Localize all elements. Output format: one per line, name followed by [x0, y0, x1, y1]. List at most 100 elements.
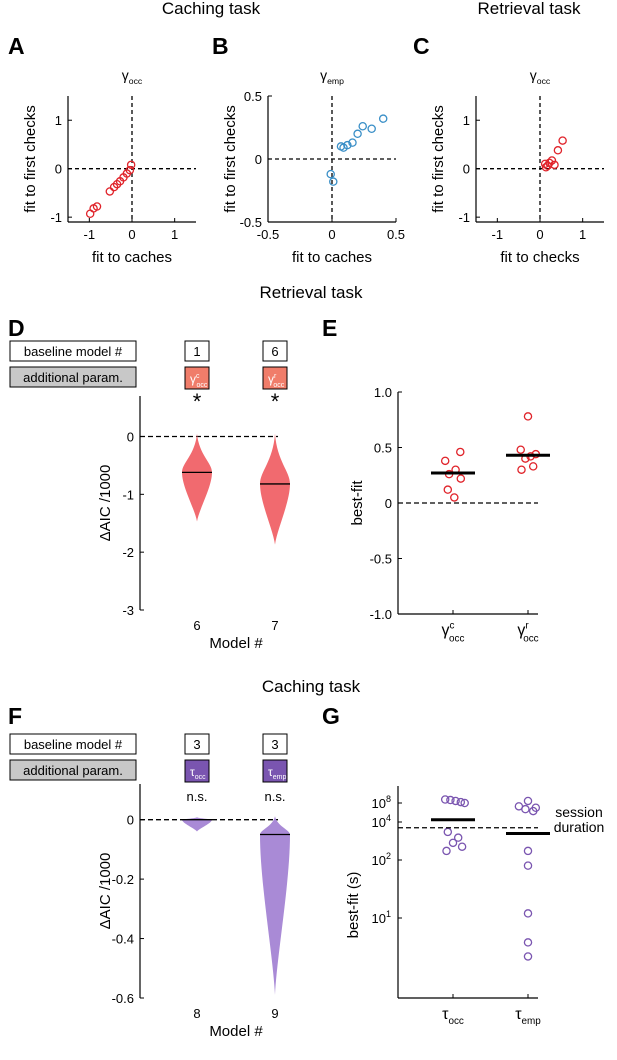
table-row-param-label-box [9, 759, 137, 781]
panel-letter-a: A [8, 33, 25, 59]
table-row-param-label-box [9, 366, 137, 388]
violin-shape [182, 817, 212, 832]
y-tick-label: 101 [372, 909, 391, 926]
x-axis-label: fit to caches [292, 249, 372, 266]
x-tick-label: 0 [128, 227, 135, 242]
panel-letter-d: D [8, 315, 25, 341]
baseline-model-box [184, 340, 210, 362]
baseline-model-number: 6 [271, 344, 278, 359]
data-point [85, 209, 95, 219]
y-tick-label: 0 [127, 813, 134, 828]
y-tick-label: -2 [122, 545, 134, 560]
data-point [460, 798, 469, 808]
y-tick-label: -1 [458, 210, 470, 225]
table-row-baseline-label: baseline model # [24, 344, 123, 359]
baseline-model-box [262, 340, 288, 362]
data-point [448, 838, 458, 848]
y-tick-label: 0 [55, 162, 62, 177]
data-point [326, 169, 335, 179]
baseline-model-box [262, 733, 288, 755]
y-axis-label: fit to first checks [22, 105, 39, 213]
violin-shape [182, 433, 212, 522]
data-point [348, 138, 357, 147]
data-point [358, 121, 367, 131]
x-tick-label: 6 [193, 618, 200, 633]
significance-marker: * [271, 389, 280, 414]
y-tick-label: -1 [50, 210, 62, 225]
data-point [446, 795, 455, 805]
panel-letter-c: C [413, 33, 430, 59]
data-point [126, 160, 136, 170]
violin-shape [260, 816, 290, 996]
panel-letter-f: F [8, 703, 22, 729]
heading-caching-bottom: Caching task [262, 677, 361, 696]
baseline-model-box [184, 733, 210, 755]
data-point [451, 796, 460, 806]
data-point [440, 795, 450, 804]
y-tick-label: 0 [255, 152, 262, 167]
x-tick-label: τocc [442, 1006, 464, 1027]
y-tick-label: 1 [55, 113, 62, 128]
y-axis-label: fit to first checks [222, 105, 239, 213]
reference-label: duration [554, 819, 605, 835]
y-tick-label: -1 [122, 487, 134, 502]
additional-param-box [184, 366, 210, 390]
data-point [457, 842, 467, 851]
baseline-model-number: 3 [271, 737, 278, 752]
y-tick-label: -0.5 [240, 215, 262, 230]
heading-retrieval-mid: Retrieval task [260, 283, 363, 302]
data-point [545, 158, 554, 168]
y-tick-label: 0 [385, 496, 392, 511]
table-row-param-label: additional param. [23, 370, 123, 385]
y-tick-label: 1.0 [374, 385, 392, 400]
data-point [456, 447, 465, 457]
data-point [528, 462, 538, 471]
table-row-baseline-label: baseline model # [24, 737, 123, 752]
data-point [550, 160, 559, 170]
significance-marker: n.s. [265, 789, 286, 804]
y-tick-label: 1 [463, 113, 470, 128]
additional-param-box [262, 366, 288, 390]
data-point [453, 833, 463, 842]
data-point [443, 827, 453, 837]
data-point [553, 146, 563, 155]
y-axis-label: ΔAIC /1000 [97, 853, 114, 930]
reference-label: session [555, 804, 602, 820]
panel-letter-g: G [322, 703, 340, 729]
chart-title: γemp [320, 67, 344, 86]
x-axis-label: Model # [209, 1023, 263, 1040]
data-point [329, 177, 338, 186]
panel-letter-e: E [322, 315, 337, 341]
y-tick-label: 102 [372, 851, 391, 868]
data-point [523, 952, 533, 961]
data-point [523, 412, 533, 421]
y-tick-label: 0 [463, 162, 470, 177]
data-point [517, 465, 526, 474]
data-point [540, 159, 550, 169]
x-tick-label: 0.5 [387, 227, 405, 242]
data-point [523, 938, 533, 947]
data-point [521, 804, 530, 814]
x-tick-label: 9 [271, 1006, 278, 1021]
significance-marker: n.s. [187, 789, 208, 804]
data-point [523, 909, 533, 918]
baseline-model-number: 1 [193, 344, 200, 359]
y-tick-label: -1.0 [370, 607, 392, 622]
additional-param-box [184, 759, 210, 783]
data-point [443, 485, 453, 494]
data-point [343, 140, 352, 150]
data-point [105, 187, 115, 196]
y-tick-label: 104 [372, 813, 391, 830]
x-axis-label: Model # [209, 635, 263, 652]
y-axis-label: best-fit (s) [345, 872, 362, 939]
